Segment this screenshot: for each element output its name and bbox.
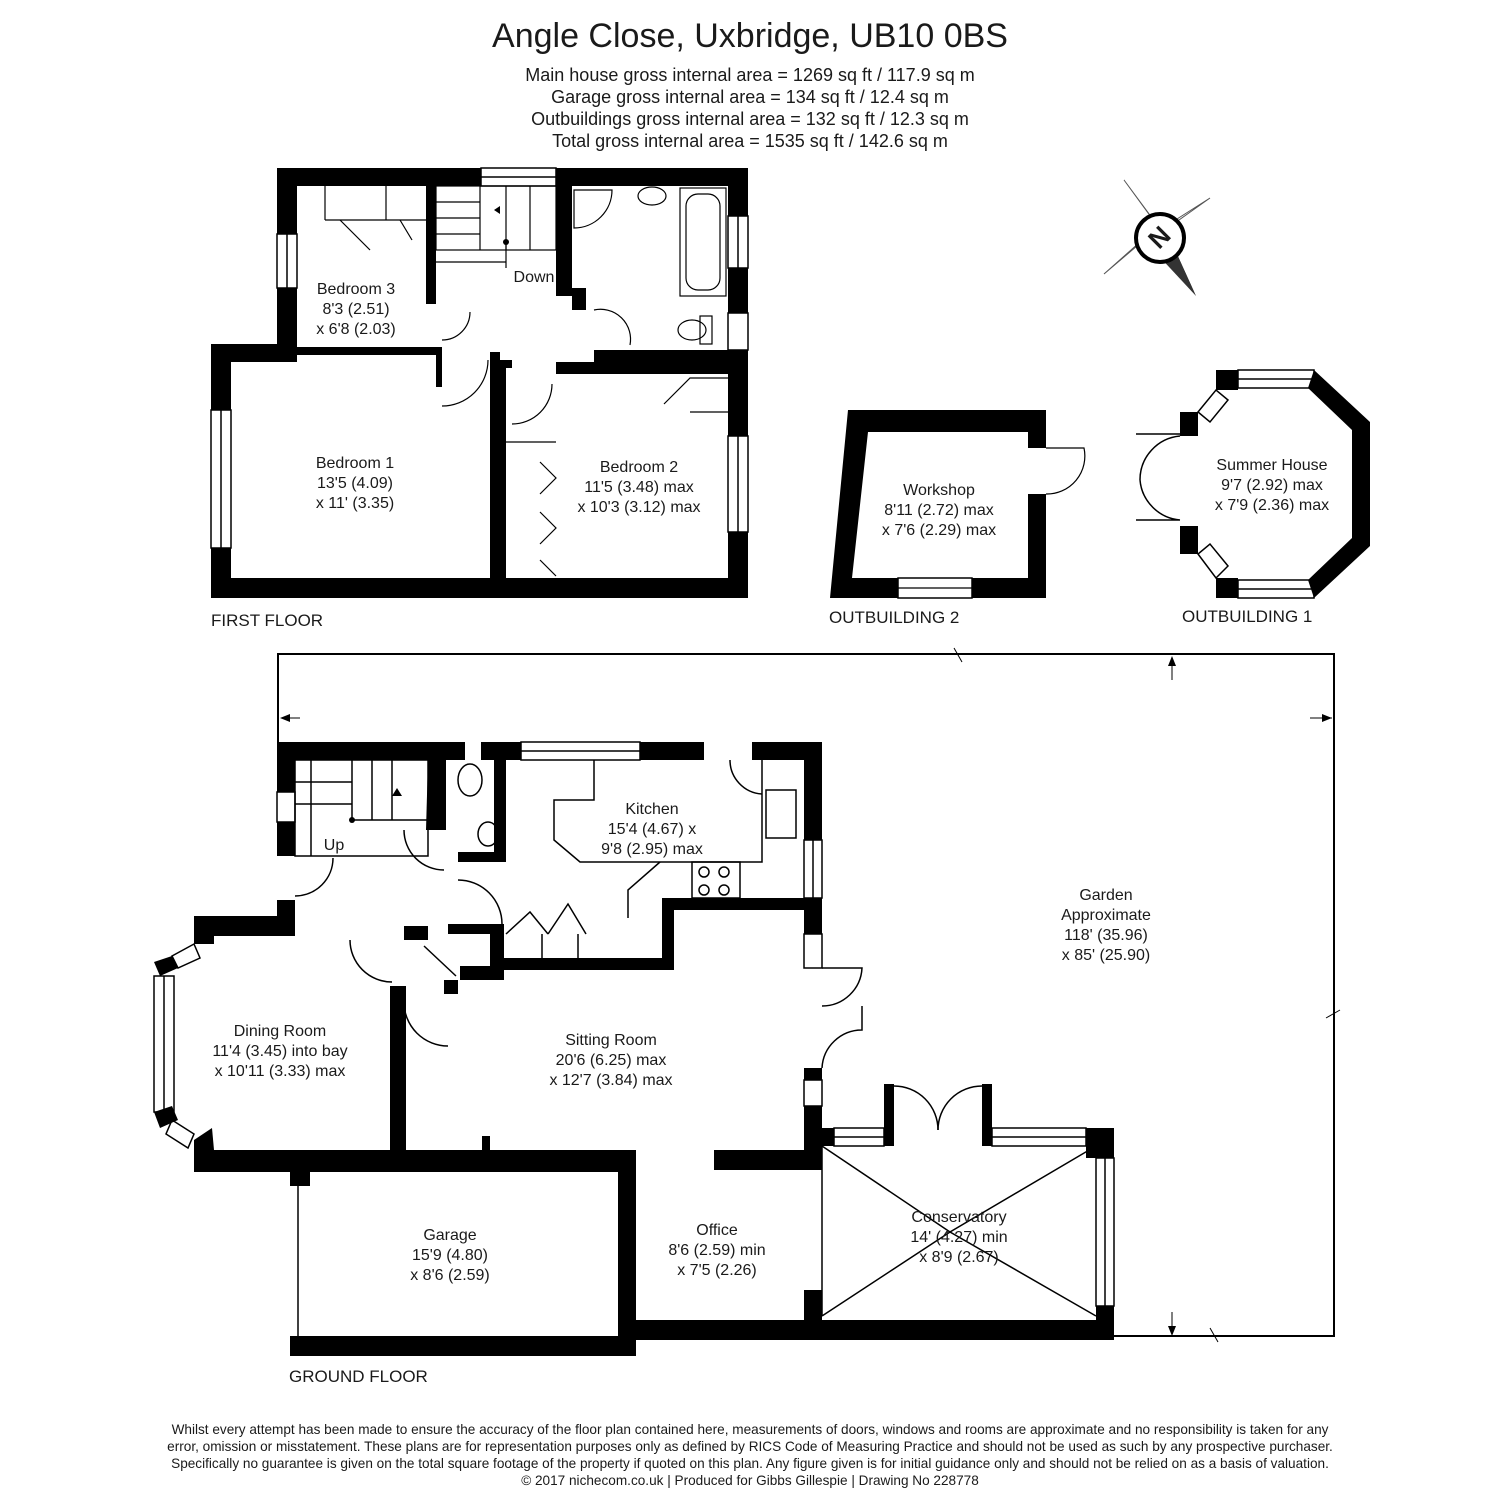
disclaimer: Whilst every attempt has been made to en… [60, 1421, 1440, 1489]
svg-text:x 6'8 (2.03): x 6'8 (2.03) [316, 321, 396, 338]
svg-text:13'5 (4.09): 13'5 (4.09) [317, 475, 393, 492]
ground-floor-plan [153, 741, 1115, 1356]
svg-text:Sitting Room: Sitting Room [565, 1032, 657, 1049]
room-office: Office 8'6 (2.59) min x 7'5 (2.26) [668, 1222, 765, 1279]
svg-text:8'11 (2.72) max: 8'11 (2.72) max [884, 502, 993, 519]
copyright-line: © 2017 nichecom.co.uk | Produced for Gib… [521, 1473, 979, 1488]
svg-text:x 8'9 (2.67): x 8'9 (2.67) [919, 1249, 999, 1266]
svg-text:x 7'9 (2.36) max: x 7'9 (2.36) max [1215, 497, 1329, 514]
outbuilding-2-plan [830, 410, 1086, 599]
svg-text:x 11' (3.35): x 11' (3.35) [316, 495, 394, 512]
svg-text:8'3 (2.51): 8'3 (2.51) [322, 301, 389, 318]
room-summer-house: Summer House 9'7 (2.92) max x 7'9 (2.36)… [1215, 457, 1329, 514]
svg-text:14' (4.27) min: 14' (4.27) min [910, 1229, 1007, 1246]
first-floor-plan [210, 167, 749, 598]
room-garage: Garage 15'9 (4.80) x 8'6 (2.59) [410, 1227, 490, 1284]
room-bedroom-3: Bedroom 3 8'3 (2.51) x 6'8 (2.03) [316, 281, 396, 338]
ground-floor-label: GROUND FLOOR [289, 1367, 428, 1386]
svg-text:Kitchen: Kitchen [625, 801, 678, 818]
svg-text:11'4 (3.45) into bay: 11'4 (3.45) into bay [212, 1043, 347, 1060]
plan-title: Angle Close, Uxbridge, UB10 0BS [492, 17, 1008, 55]
svg-text:x 12'7 (3.84) max: x 12'7 (3.84) max [549, 1072, 672, 1089]
svg-text:x 85' (25.90): x 85' (25.90) [1062, 947, 1150, 964]
garden-boundary [277, 647, 1341, 1343]
area-garden: Garden Approximate 118' (35.96) x 85' (2… [1061, 887, 1151, 964]
svg-text:9'7 (2.92) max: 9'7 (2.92) max [1221, 477, 1323, 494]
svg-text:x 7'6 (2.29) max: x 7'6 (2.29) max [882, 522, 996, 539]
svg-text:9'8 (2.95) max: 9'8 (2.95) max [601, 841, 703, 858]
svg-text:Approximate: Approximate [1061, 907, 1151, 924]
svg-text:x 10'11 (3.33) max: x 10'11 (3.33) max [215, 1063, 346, 1080]
main-house-area: Main house gross internal area = 1269 sq… [525, 65, 975, 85]
svg-text:Conservatory: Conservatory [911, 1209, 1006, 1226]
svg-text:11'5 (3.48) max: 11'5 (3.48) max [584, 479, 693, 496]
svg-text:Summer House: Summer House [1216, 457, 1327, 474]
room-workshop: Workshop 8'11 (2.72) max x 7'6 (2.29) ma… [882, 482, 996, 539]
disclaimer-line: Whilst every attempt has been made to en… [171, 1422, 1329, 1437]
svg-text:Garden: Garden [1079, 887, 1132, 904]
svg-text:15'9 (4.80): 15'9 (4.80) [412, 1247, 488, 1264]
svg-text:x 8'6 (2.59): x 8'6 (2.59) [410, 1267, 490, 1284]
total-area: Total gross internal area = 1535 sq ft /… [552, 131, 948, 151]
outbuilding-1-label: OUTBUILDING 1 [1182, 607, 1312, 626]
stairs-up-label: Up [324, 837, 345, 854]
svg-text:x 10'3 (3.12) max: x 10'3 (3.12) max [577, 499, 700, 516]
outbuilding-1-plan [1136, 369, 1370, 599]
svg-text:Office: Office [696, 1222, 738, 1239]
room-conservatory: Conservatory 14' (4.27) min x 8'9 (2.67) [910, 1209, 1007, 1266]
outbuildings-area: Outbuildings gross internal area = 132 s… [531, 109, 969, 129]
room-kitchen: Kitchen 15'4 (4.67) x 9'8 (2.95) max [601, 801, 703, 858]
disclaimer-line: error, omission or misstatement. These p… [167, 1439, 1333, 1454]
svg-text:Bedroom 2: Bedroom 2 [600, 459, 678, 476]
room-bedroom-1: Bedroom 1 13'5 (4.09) x 11' (3.35) [316, 455, 394, 512]
north-arrow-icon: N [1103, 179, 1211, 296]
stairs-down-label: Down [514, 269, 555, 286]
svg-text:15'4 (4.67) x: 15'4 (4.67) x [608, 821, 696, 838]
svg-text:20'6 (6.25) max: 20'6 (6.25) max [556, 1052, 667, 1069]
svg-text:Garage: Garage [423, 1227, 476, 1244]
room-bedroom-2: Bedroom 2 11'5 (3.48) max x 10'3 (3.12) … [577, 459, 700, 516]
svg-text:x 7'5 (2.26): x 7'5 (2.26) [677, 1262, 757, 1279]
svg-text:8'6 (2.59) min: 8'6 (2.59) min [668, 1242, 765, 1259]
svg-text:Bedroom 1: Bedroom 1 [316, 455, 394, 472]
first-floor-label: FIRST FLOOR [211, 611, 323, 630]
svg-text:118' (35.96): 118' (35.96) [1064, 927, 1148, 944]
outbuilding-2-label: OUTBUILDING 2 [829, 608, 959, 627]
disclaimer-line: Specifically no guarantee is given on th… [171, 1456, 1329, 1471]
room-dining-room: Dining Room 11'4 (3.45) into bay x 10'11… [212, 1023, 347, 1080]
svg-text:Workshop: Workshop [903, 482, 975, 499]
room-sitting-room: Sitting Room 20'6 (6.25) max x 12'7 (3.8… [549, 1032, 672, 1089]
svg-text:Bedroom 3: Bedroom 3 [317, 281, 395, 298]
svg-text:Dining Room: Dining Room [234, 1023, 326, 1040]
garage-area: Garage gross internal area = 134 sq ft /… [551, 87, 949, 107]
